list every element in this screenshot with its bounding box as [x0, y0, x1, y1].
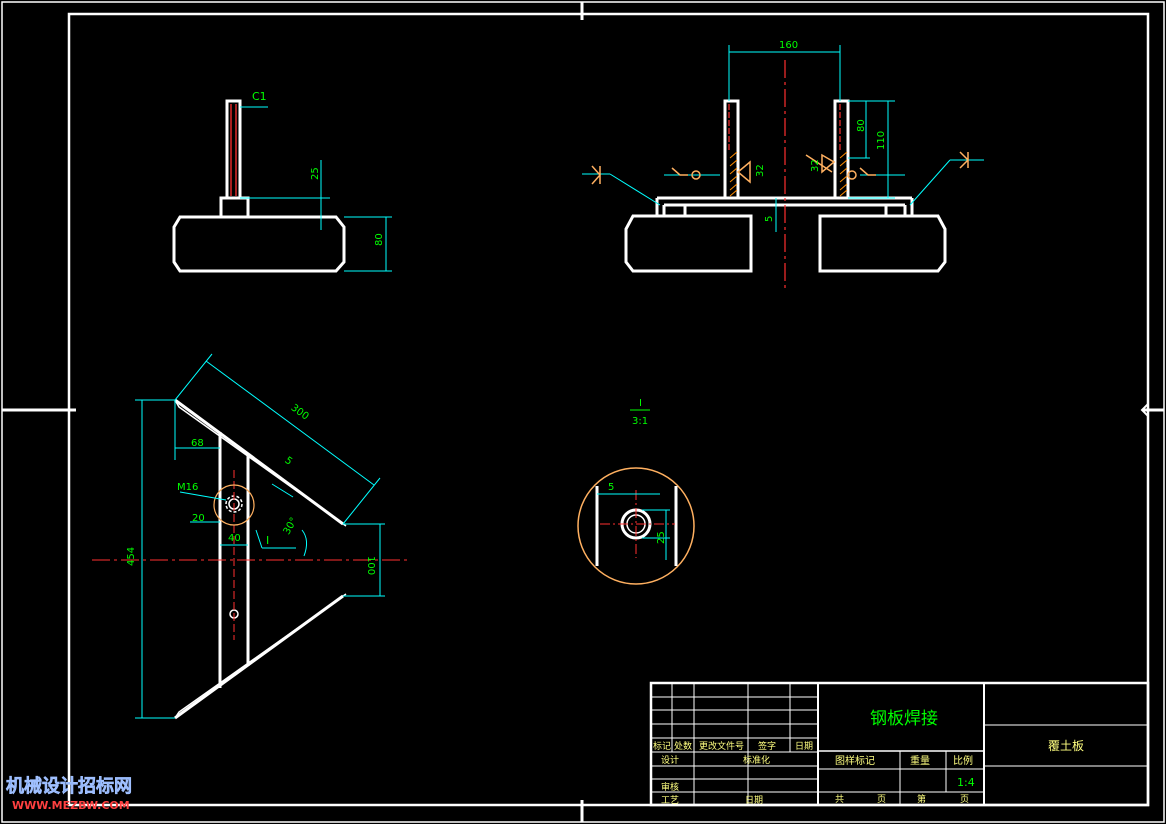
- front-weld-right: 32: [810, 159, 821, 172]
- front-dim-80: 80: [856, 119, 867, 132]
- watermark-line2: WWW.MEZBW.COM: [12, 799, 130, 812]
- info-header-weight: 重量: [910, 754, 930, 767]
- top-dim-454: 454: [126, 547, 137, 566]
- front-weld-left: 32: [755, 164, 766, 177]
- watermark: 机械设计招标网 WWW.MEZBW.COM: [6, 775, 133, 812]
- side-dim-25: 25: [310, 167, 321, 180]
- info-header-mark: 图样标记: [835, 754, 875, 767]
- row-design: 设计: [661, 754, 679, 766]
- top-dim-5: 5: [282, 455, 294, 468]
- detail-view: I 3:1 5 25: [577, 398, 695, 585]
- rev-header-sign: 签字: [758, 740, 776, 752]
- rev-header-count: 处数: [674, 740, 692, 752]
- front-dim-5: 5: [764, 216, 775, 222]
- top-dim-100: 100: [365, 556, 376, 575]
- row-process: 工艺: [661, 795, 679, 806]
- side-chamfer-label: C1: [252, 90, 267, 103]
- rev-header-doc: 更改文件号: [699, 740, 744, 752]
- title-part-title: 钢板焊接: [870, 709, 938, 729]
- sheet-num: 第: [917, 793, 926, 805]
- scale-value: 1:4: [957, 776, 975, 789]
- detail-scale: 3:1: [632, 416, 648, 427]
- title-part-name: 覆土板: [1048, 739, 1084, 753]
- top-dim-40: 40: [228, 533, 241, 544]
- row-standardize: 标准化: [743, 754, 770, 766]
- top-dim-68: 68: [191, 438, 204, 449]
- sheet-total: 共: [835, 794, 844, 805]
- info-header-scale: 比例: [953, 754, 973, 767]
- front-dim-160: 160: [779, 40, 798, 51]
- row-date: 日期: [745, 795, 763, 806]
- sheet-label-1: 页: [877, 794, 886, 805]
- watermark-line1: 机械设计招标网: [6, 775, 132, 797]
- detail-label-top: I: [639, 398, 642, 409]
- title-block: 钢板焊接 覆土板 标记 处数 更改文件号 签字 日期 设计 标准化 审核 工艺 …: [649, 681, 1150, 807]
- top-dim-20: 20: [192, 513, 205, 524]
- sheet-label-2: 页: [960, 794, 969, 805]
- side-dim-80: 80: [374, 233, 385, 246]
- front-view: 160 80 110 5 32 32: [582, 40, 984, 288]
- detail-dim-25: 25: [656, 531, 667, 544]
- side-view: C1 25 80: [172, 90, 392, 273]
- rev-header-mark: 标记: [653, 740, 671, 752]
- top-section-mark: I: [266, 534, 269, 547]
- rev-header-date: 日期: [795, 741, 813, 752]
- detail-dim-5: 5: [608, 482, 614, 493]
- row-check: 审核: [661, 781, 679, 793]
- front-dim-110: 110: [876, 131, 887, 150]
- top-thread-label: M16: [177, 482, 198, 493]
